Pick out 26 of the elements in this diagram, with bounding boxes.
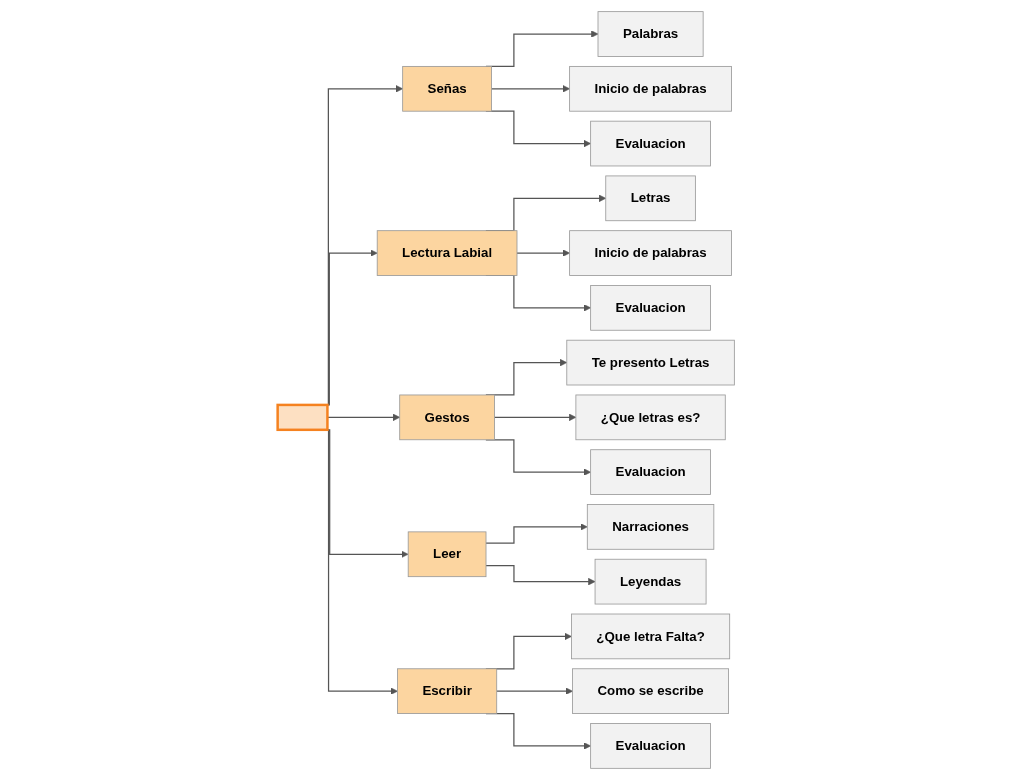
node-box: Leer bbox=[407, 531, 487, 578]
node-box: Inicio de palabras bbox=[569, 230, 732, 276]
node-box: Lectura Labial bbox=[376, 230, 518, 276]
node-box: Señas bbox=[402, 66, 492, 112]
node-box bbox=[276, 403, 329, 432]
arrow bbox=[516, 249, 570, 257]
node-box: Evaluacion bbox=[590, 285, 711, 331]
arrow bbox=[485, 523, 588, 544]
node-box: Evaluacion bbox=[590, 449, 711, 495]
node-box: Evaluacion bbox=[590, 723, 711, 769]
node-box: Como se escribe bbox=[572, 668, 729, 714]
node-box: Te presento Letras bbox=[566, 339, 735, 386]
node-box: Leyendas bbox=[594, 558, 707, 605]
node-box: Inicio de palabras bbox=[569, 66, 732, 112]
node-box: ¿Que letra Falta? bbox=[571, 613, 731, 660]
arrow bbox=[493, 413, 577, 422]
node-box: Escribir bbox=[397, 668, 498, 714]
arrow bbox=[485, 564, 596, 586]
node-box: Palabras bbox=[597, 11, 704, 57]
arrow bbox=[496, 687, 573, 695]
node-box: Narraciones bbox=[586, 504, 715, 550]
node-box: Letras bbox=[605, 175, 696, 222]
node-box: Gestos bbox=[399, 394, 495, 441]
node-box: ¿Que letras es? bbox=[575, 394, 726, 441]
node-box: Evaluacion bbox=[590, 120, 711, 167]
arrow bbox=[490, 85, 570, 93]
